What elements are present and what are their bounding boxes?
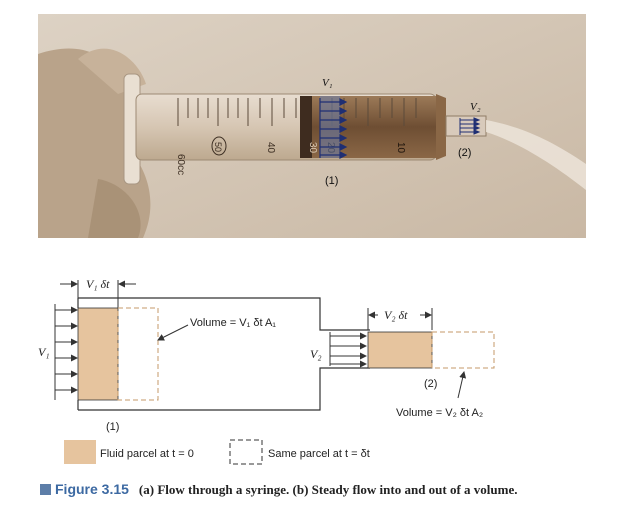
v1-dt-label: V₁ δt xyxy=(86,277,110,291)
photo-v2-label: V₂ xyxy=(470,101,481,113)
legend-fluid-swatch xyxy=(64,440,96,464)
volume2-label: Volume = V₂ δt A₂ xyxy=(396,407,483,419)
v2-dt-label: V₂ δt xyxy=(384,308,408,322)
diagram-v1-label: V₁ xyxy=(38,345,50,359)
legend-fluid-label: Fluid parcel at t = 0 xyxy=(100,448,194,460)
legend-same-swatch xyxy=(229,439,263,465)
section1-label: (1) xyxy=(106,421,119,433)
control-volume-outline xyxy=(78,297,370,411)
legend-same-label: Same parcel at t = δt xyxy=(268,448,370,460)
photo-section2-label: (2) xyxy=(458,147,471,159)
diagram-v2-label: V₂ xyxy=(310,347,322,361)
control-volume-diagram: V₁ δt V₁ Volume = V₁ δt A₁ (1) V₂ V₂ δt … xyxy=(38,277,495,465)
caption-text: (a) Flow through a syringe. (b) Steady f… xyxy=(138,482,518,497)
fluid-parcel-1 xyxy=(77,307,119,401)
displaced-parcel-2 xyxy=(431,331,495,369)
displaced-parcel-1 xyxy=(117,307,159,401)
scale-label-60: 60cc xyxy=(175,154,186,175)
figure-label: Figure 3.15 xyxy=(55,481,129,497)
syringe-photo: 60cc 50 40 30 20 10 V₁ (1) V₂ (2) xyxy=(38,14,586,238)
fluid-parcel-2 xyxy=(367,331,433,369)
scale-label-30: 30 xyxy=(307,142,318,154)
figure-caption: Figure 3.15 (a) Flow through a syringe. (… xyxy=(40,481,600,498)
photo-section1-label: (1) xyxy=(325,175,338,187)
section2-label: (2) xyxy=(424,378,437,390)
volume1-label: Volume = V₁ δt A₁ xyxy=(190,317,276,329)
outlet-arrows xyxy=(459,117,481,135)
scale-label-50: 50 xyxy=(213,142,223,152)
scale-label-10: 10 xyxy=(395,142,406,154)
photo-v1-label: V₁ xyxy=(322,77,333,89)
caption-marker xyxy=(40,484,51,495)
inlet-arrows xyxy=(319,98,348,159)
scale-label-40: 40 xyxy=(265,142,276,154)
